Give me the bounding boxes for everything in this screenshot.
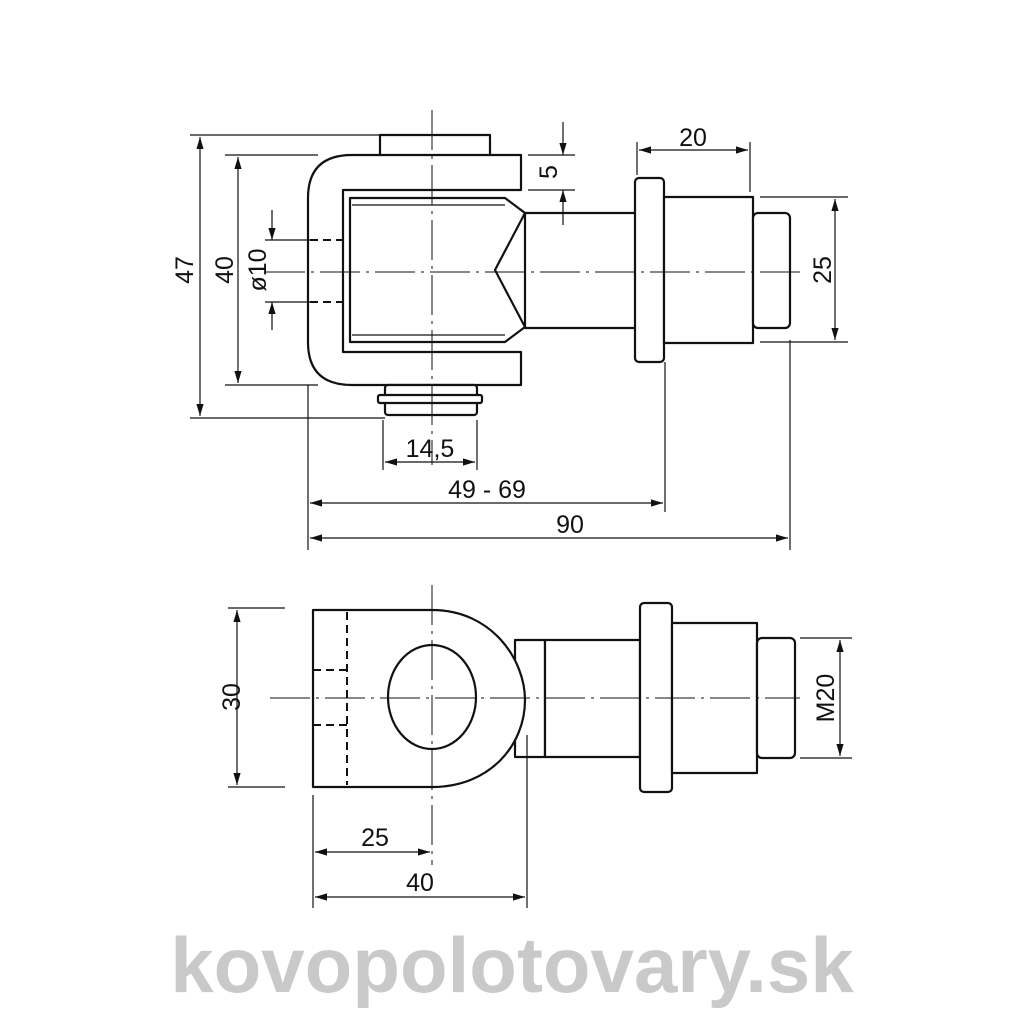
dim-20: 20	[679, 124, 707, 152]
side-view: 30 M20 25 40	[218, 585, 852, 908]
dim-47: 47	[171, 256, 199, 284]
watermark: kovopolotovary.sk	[170, 921, 854, 1009]
hinge-body	[348, 196, 527, 344]
dim-m20: M20	[812, 674, 840, 723]
threaded-shaft	[523, 211, 639, 330]
dim-pin-diameter: ø10	[244, 248, 272, 291]
dim-49-69: 49 - 69	[448, 476, 526, 504]
top-view: 47 40 ø10 5 20 25 14,5 49 - 69 90	[171, 110, 848, 550]
top-cap	[378, 133, 492, 159]
thread-end	[751, 211, 792, 330]
dim-25-top: 25	[809, 256, 837, 284]
dim-90: 90	[556, 511, 584, 539]
retaining-ring	[376, 393, 484, 405]
u-bracket	[306, 153, 523, 387]
dim-40: 40	[211, 256, 239, 284]
dim-30: 30	[218, 683, 246, 711]
dim-25-side: 25	[361, 824, 389, 852]
nut	[662, 195, 755, 345]
dim-5: 5	[535, 165, 563, 179]
dim-40-side: 40	[406, 869, 434, 897]
dim-14-5: 14,5	[406, 435, 455, 463]
flange-washer	[633, 176, 666, 364]
